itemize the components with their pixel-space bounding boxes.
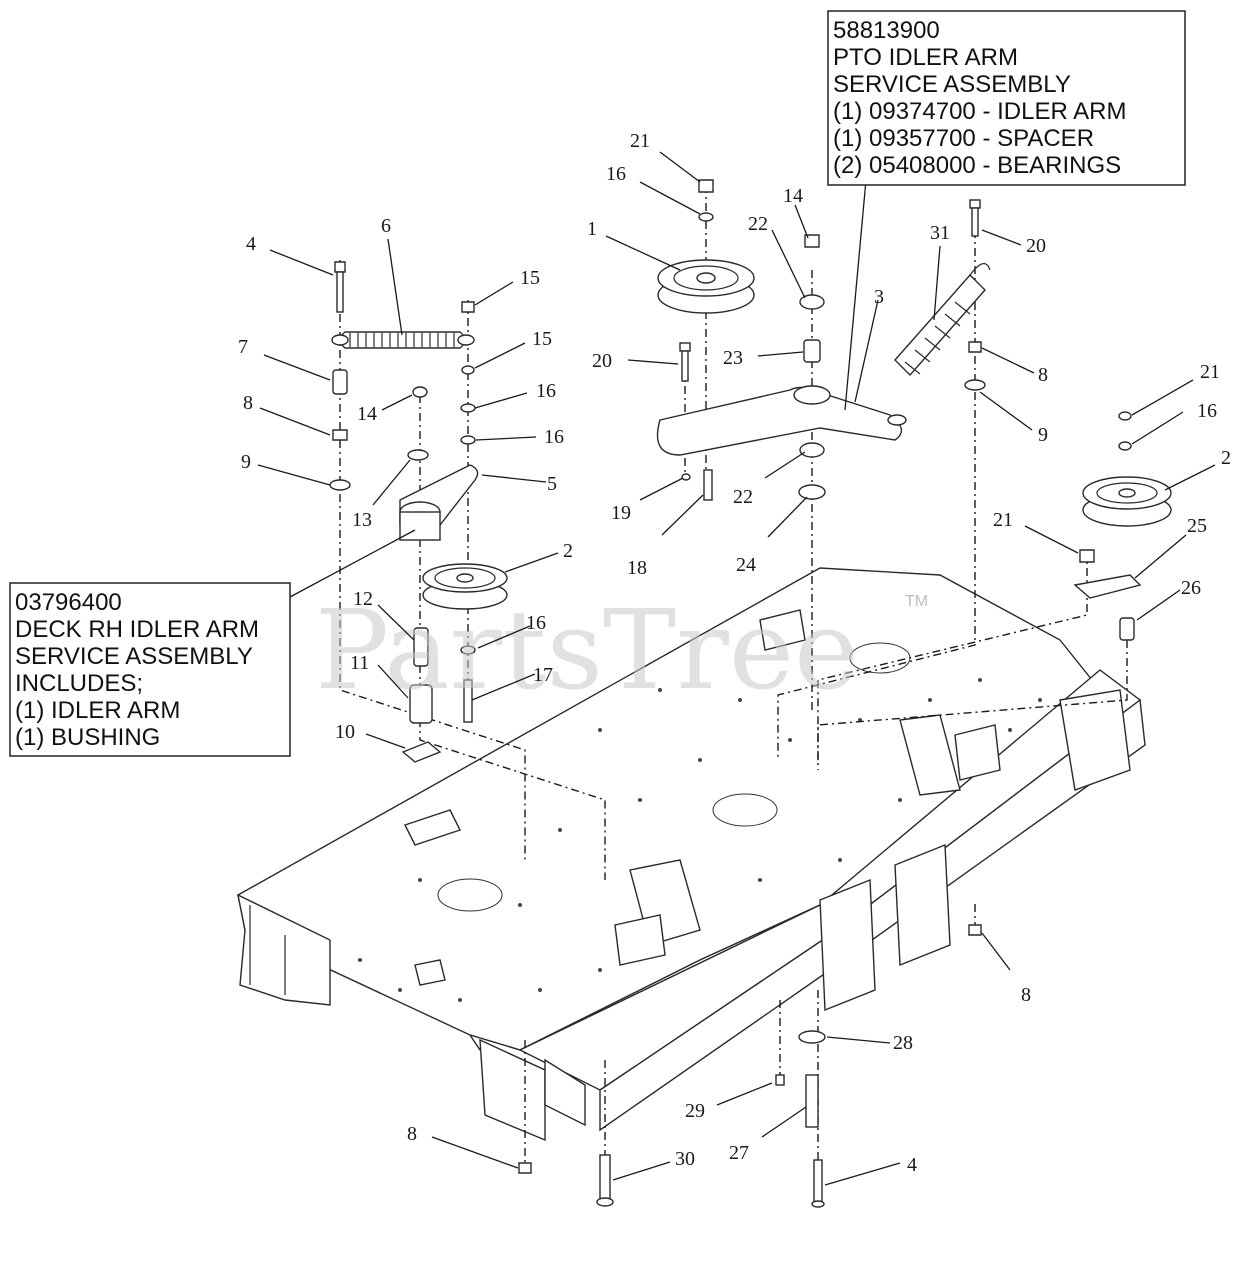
callout-8-upper-right: 8 [1038,364,1048,386]
callout-21-top: 21 [630,130,650,152]
callout-18: 18 [627,557,647,579]
pto-box-line-3: SERVICE ASSEMBLY [833,71,1071,98]
callout-8-left: 8 [243,392,253,414]
callout-21-right: 21 [1200,361,1220,383]
callout-4-bottom: 4 [907,1154,917,1176]
callout-9-right: 9 [1038,424,1048,446]
callout-15-lower: 15 [532,328,552,350]
callout-15-upper: 15 [520,267,540,289]
rh-box-line-2: DECK RH IDLER ARM [15,616,259,643]
callout-11: 11 [350,652,369,674]
callout-31: 31 [930,222,950,244]
callout-5: 5 [547,473,557,495]
callout-16-left-c: 16 [526,612,546,634]
callout-29: 29 [685,1100,705,1122]
callout-2-right: 2 [1221,447,1231,469]
callout-13: 13 [352,509,372,531]
right-parts [518,411,1172,1208]
callout-8-lower-right: 8 [1021,984,1031,1006]
callout-10: 10 [335,721,355,743]
callout-16-left-a: 16 [536,380,556,402]
callout-7: 7 [238,336,248,358]
callout-20-right: 20 [1026,235,1046,257]
callout-1: 1 [587,218,597,240]
pto-service-assembly-box: 58813900 PTO IDLER ARM SERVICE ASSEMBLY … [827,10,1186,186]
callout-26: 26 [1181,577,1201,599]
rh-idler-parts [329,261,508,763]
callout-16-right: 16 [1197,400,1217,422]
pto-box-line-1: 58813900 [833,17,940,44]
callout-22-upper: 22 [748,213,768,235]
rh-box-line-1: 03796400 [15,589,122,616]
parts-tree-watermark: PartsTree TM [315,586,928,714]
callout-labels: 21 16 1 14 22 23 20 3 31 20 8 9 21 16 2 … [238,130,1231,1176]
callout-8-bottom-left: 8 [407,1123,417,1145]
callout-9-left: 9 [241,451,251,473]
callout-16-top: 16 [606,163,626,185]
callout-22-lower: 22 [733,486,753,508]
callout-25: 25 [1187,515,1207,537]
callout-14-center: 14 [783,185,803,207]
rh-box-line-3: SERVICE ASSEMBLY [15,643,253,670]
callout-4-top: 4 [246,233,256,255]
rh-idler-service-assembly-box: 03796400 DECK RH IDLER ARM SERVICE ASSEM… [9,582,291,757]
watermark-tm: TM [905,593,928,610]
pto-idler-parts [656,179,991,501]
callout-6: 6 [381,215,391,237]
deck-hole-dots [358,678,1042,1002]
callout-28: 28 [893,1032,913,1054]
callout-20-center: 20 [592,350,612,372]
rh-box-line-4: INCLUDES; [15,670,143,697]
callout-19: 19 [611,502,631,524]
pto-box-line-6: (2) 05408000 - BEARINGS [833,152,1121,179]
mower-deck [237,567,1146,1142]
leader-lines [257,151,1216,1186]
pto-box-line-5: (1) 09357700 - SPACER [833,125,1094,152]
callout-16-left-b: 16 [544,426,564,448]
callout-2-left: 2 [563,540,573,562]
callout-14-left: 14 [357,403,377,425]
pto-box-line-2: PTO IDLER ARM [833,44,1018,71]
callout-27: 27 [729,1142,749,1164]
callout-23: 23 [723,347,743,369]
callout-17: 17 [533,664,553,686]
rh-box-line-6: (1) BUSHING [15,724,160,751]
callout-21-lower-right: 21 [993,509,1013,531]
watermark-text: PartsTree [315,586,859,714]
rh-box-line-5: (1) IDLER ARM [15,697,180,724]
pto-box-line-4: (1) 09374700 - IDLER ARM [833,98,1126,125]
callout-30: 30 [675,1148,695,1170]
callout-3: 3 [874,286,884,308]
callout-24: 24 [736,554,756,576]
callout-12: 12 [353,588,373,610]
